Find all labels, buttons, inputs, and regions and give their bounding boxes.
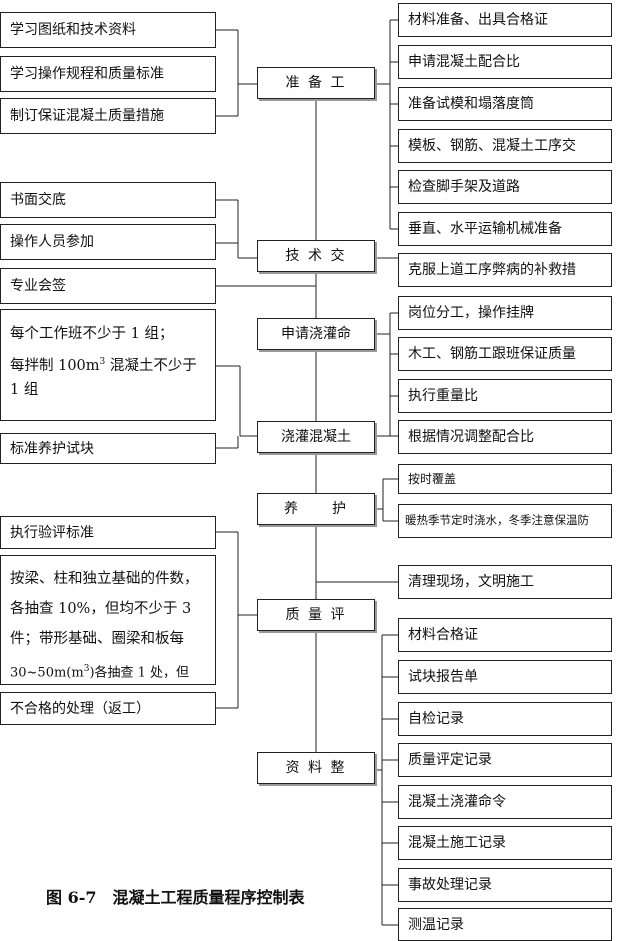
right-note-watering-insulation: 暖热季节定时浇水，冬季注意保温防 [398, 504, 612, 538]
multi2-line1: 按梁、柱和独立基础的件数， [10, 571, 199, 587]
left-note-sampling-rule: 按梁、柱和独立基础的件数， 各抽查 10%，但均不少于 3 件；带形基础、圈梁和… [0, 555, 216, 685]
left-note-standard-curing-block: 标准养护试块 [0, 433, 216, 464]
multi2-line4-sup: 3 [83, 664, 90, 674]
right-note-post-assignment: 岗位分工，操作挂牌 [398, 296, 612, 330]
multi2-line3: 件；带形基础、圈梁和板每 [10, 631, 184, 647]
multi2-line4-post: )各抽查 1 处，但 [89, 665, 190, 681]
multi1-line3: 1 组 [10, 382, 39, 398]
right-note-construction-record: 混凝土施工记录 [398, 826, 612, 860]
right-note-accident-record: 事故处理记录 [398, 868, 612, 902]
stage-box-curing: 养 护 [257, 493, 375, 525]
right-note-process-handover: 模板、钢筋、混凝土工序交 [398, 129, 612, 163]
right-note-test-report: 试块报告单 [398, 660, 612, 694]
right-note-material-certificate: 材料合格证 [398, 618, 612, 652]
left-note-study-drawings: 学习图纸和技术资料 [0, 12, 216, 48]
left-note-written-briefing: 书面交底 [0, 182, 216, 218]
left-note-nonconformance-rework: 不合格的处理（返工） [0, 692, 216, 725]
right-note-timely-cover: 按时覆盖 [398, 464, 612, 494]
left-note-test-block-frequency: 每个工作班不少于 1 组； 每拌制 100m3 混凝土不少于 1 组 [0, 309, 216, 421]
multi1-line2-post: 混凝土不少于 [105, 357, 197, 374]
multi1-line2: 每拌制 100m3 混凝土不少于 [10, 348, 207, 376]
right-note-transport-machinery: 垂直、水平运输机械准备 [398, 212, 612, 246]
stage-box-technical-briefing: 技 术 交 [257, 240, 375, 272]
left-note-evaluation-standard: 执行验评标准 [0, 516, 216, 549]
right-note-site-cleanup: 清理现场，文明施工 [398, 565, 612, 599]
right-note-temperature-record: 测温记录 [398, 908, 612, 941]
multi2-line2: 各抽查 10%，但均不少于 3 [10, 601, 192, 617]
multi1-line1: 每个工作班不少于 1 组； [10, 326, 174, 342]
right-note-mix-ratio-request: 申请混凝土配合比 [398, 45, 612, 79]
stage-box-pour-request: 申请浇灌命 [257, 318, 375, 350]
right-note-weight-ratio: 执行重量比 [398, 379, 612, 413]
figure-caption: 图 6-7 混凝土工程质量程序控制表 [46, 888, 305, 907]
right-note-scaffold-check: 检查脚手架及道路 [398, 170, 612, 204]
right-note-test-molds: 准备试模和塌落度筒 [398, 87, 612, 121]
right-note-self-inspection: 自检记录 [398, 702, 612, 736]
stage-box-quality-evaluation: 质 量 评 [257, 599, 375, 631]
right-note-pour-order: 混凝土浇灌命令 [398, 785, 612, 819]
right-note-remedial-measures: 克服上道工序弊病的补救措 [398, 253, 612, 287]
right-note-material-prep: 材料准备、出具合格证 [398, 3, 612, 37]
multi2-line4-pre: 30~50m(m [10, 665, 84, 681]
left-note-operators-attend: 操作人员参加 [0, 224, 216, 260]
right-note-quality-evaluation-record: 质量评定记录 [398, 743, 612, 777]
stage-box-documentation: 资 料 整 [257, 752, 375, 784]
multi1-line2-sup: 3 [99, 357, 106, 367]
left-note-study-procedures: 学习操作规程和质量标准 [0, 56, 216, 92]
stage-box-preparation: 准 备 工 [257, 67, 375, 99]
right-note-trades-follow-up: 木工、钢筋工跟班保证质量 [398, 337, 612, 371]
right-note-adjust-ratio: 根据情况调整配合比 [398, 420, 612, 454]
left-note-quality-measures: 制订保证混凝土质量措施 [0, 98, 216, 134]
multi1-line2-pre: 每拌制 100m [10, 357, 100, 374]
multi2-line4: 30~50m(m3)各抽查 1 处，但 [10, 654, 207, 684]
stage-box-pouring: 浇灌混凝土 [257, 421, 375, 453]
left-note-professional-signoff: 专业会签 [0, 268, 216, 304]
